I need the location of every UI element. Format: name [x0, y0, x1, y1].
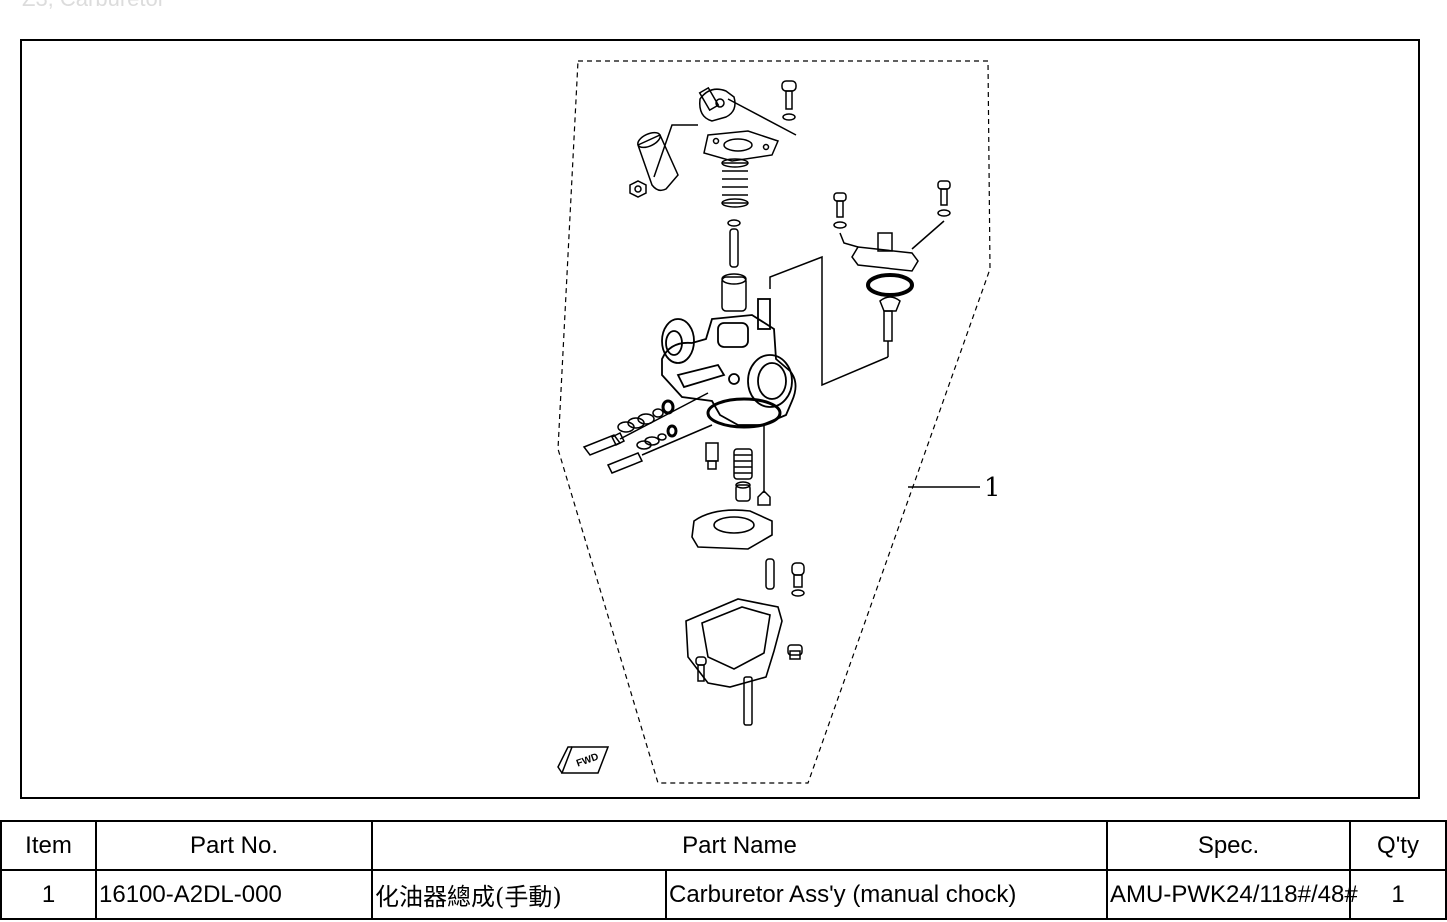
carburetor-body-part	[661, 298, 797, 426]
diagram-frame: 1	[20, 39, 1420, 799]
header-part-no: Part No.	[95, 820, 373, 871]
air-screw-part	[879, 296, 901, 357]
idle-screw-part	[582, 431, 626, 456]
chamber-screw-right	[787, 644, 803, 660]
header-item: Item	[0, 820, 97, 871]
leader-choke	[653, 124, 698, 178]
float-needle-part	[757, 425, 771, 506]
float-pin-part	[765, 558, 775, 590]
cell-part-no: 16100-A2DL-000	[95, 869, 373, 920]
cell-name-en: Carburetor Ass'y (manual chock)	[664, 869, 1109, 920]
pilot-screw-spring-part	[636, 424, 678, 450]
header-qty: Q'ty	[1349, 820, 1447, 871]
chamber-screw-left	[695, 656, 707, 682]
float-chamber-cover-part	[851, 232, 919, 272]
table-header-row: Item Part No. Part Name Spec. Q'ty	[0, 820, 1447, 871]
carburetor-exploded-diagram: 1	[557, 60, 1001, 784]
leader-idle	[619, 392, 709, 440]
callout-number: 1	[984, 473, 1001, 503]
leader-pilot	[641, 424, 713, 456]
cover-screw-left	[833, 192, 847, 229]
page-title: Z3, Carburetor	[22, 0, 165, 12]
clip-part	[727, 219, 741, 227]
leader-air-screw	[769, 255, 889, 387]
float-chamber-part	[685, 598, 783, 688]
parts-table: Item Part No. Part Name Spec. Q'ty 1 161…	[0, 820, 1447, 920]
pilot-screw-part	[606, 452, 644, 474]
cover-screw-right	[937, 180, 951, 217]
cell-name-zh: 化油器總成(手動)	[371, 869, 667, 920]
nut-part	[629, 180, 647, 198]
drain-screw-part	[791, 562, 805, 597]
float-gasket-part	[706, 397, 782, 429]
jet-needle-part	[729, 228, 739, 268]
table-row: 1 16100-A2DL-000 化油器總成(手動) Carburetor As…	[0, 869, 1447, 920]
needle-jet-part	[733, 448, 753, 480]
header-spec: Spec.	[1106, 820, 1352, 871]
leader-cover	[839, 232, 859, 248]
float-part	[691, 509, 773, 550]
throttle-slide-part	[721, 273, 747, 312]
spring-part	[721, 158, 749, 208]
header-part-name: Part Name	[370, 820, 1109, 871]
drain-tube-part	[743, 676, 753, 726]
fwd-badge: FWD	[557, 746, 610, 774]
main-jet-holder-part	[705, 442, 719, 470]
assembly-boundary	[557, 60, 991, 784]
o-ring-part	[866, 273, 914, 297]
cell-spec: AMU-PWK24/118#/48#	[1106, 869, 1358, 920]
idle-screw-spring-part	[617, 399, 675, 433]
leader-cover-right	[911, 220, 945, 250]
cell-qty: 1	[1349, 869, 1447, 920]
choke-cap-part	[698, 86, 736, 122]
top-screw-part	[727, 80, 797, 136]
choke-plunger-part	[637, 131, 679, 192]
gasket-top-part	[703, 130, 780, 162]
cell-item: 1	[0, 869, 97, 920]
main-jet-part	[735, 481, 751, 502]
